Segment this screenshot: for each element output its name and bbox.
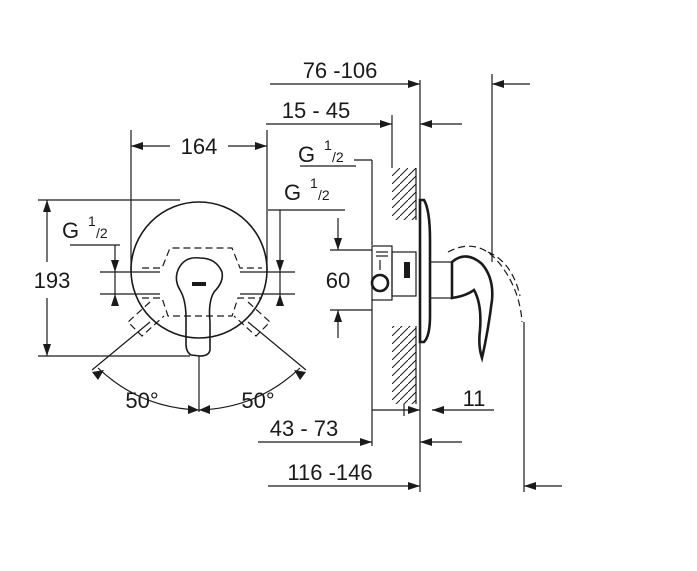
cover-plate <box>418 198 432 344</box>
front-view: 164 193 G 1 /2 <box>34 130 345 414</box>
outlet-callout: G 1 /2 <box>298 137 373 245</box>
height-dimension: 193 <box>34 199 190 357</box>
inlet-left-g: G <box>62 218 79 243</box>
outlet-num: 1 <box>324 137 332 153</box>
outlet-spacing-label: 60 <box>326 268 350 293</box>
lever-side <box>450 255 494 363</box>
width-dimension: 164 <box>130 130 268 272</box>
plate-label: 11 <box>463 386 486 411</box>
width-label: 164 <box>181 134 218 159</box>
side-view: G 1 /2 60 76 <box>258 58 562 492</box>
depth-total-label: 76 -106 <box>303 58 378 83</box>
inlet-right-callout: G 1 /2 <box>240 175 345 306</box>
escutcheon-plate <box>130 201 268 339</box>
height-label: 193 <box>34 268 71 293</box>
depth-total-dimension: 76 -106 <box>270 58 530 88</box>
depth-body-dimension: 15 - 45 <box>266 98 462 128</box>
inlet-right-g: G <box>284 180 301 205</box>
outlet-g: G <box>298 142 315 167</box>
inlet-left-callout: G 1 /2 <box>62 213 160 306</box>
wall-to-inlet-dimension: 43 - 73 <box>258 416 462 446</box>
valve-body <box>370 245 417 301</box>
inlet-left-num: 1 <box>88 213 96 229</box>
wall-hatch-top <box>392 168 416 220</box>
outlet-den: /2 <box>332 149 344 165</box>
angle-dimensions: 50° 50° <box>91 321 307 414</box>
hidden-valve-body <box>127 247 271 337</box>
inlet-left-den: /2 <box>96 225 108 241</box>
outlet-spacing-dimension: 60 <box>326 218 372 338</box>
lever-indicator <box>192 282 206 286</box>
overall-label: 116 -146 <box>287 460 372 485</box>
wall-hatch-bottom <box>392 326 416 404</box>
depth-body-label: 15 - 45 <box>282 98 351 123</box>
inlet-right-den: /2 <box>318 187 330 203</box>
outlet-port <box>370 273 390 293</box>
overall-dimension: 116 -146 <box>268 460 562 490</box>
angle-right-label: 50° <box>241 388 274 413</box>
angle-left-label: 50° <box>125 388 158 413</box>
lever-handle <box>175 256 224 357</box>
wall-to-inlet-label: 43 - 73 <box>270 416 339 441</box>
plate-dimension: 11 <box>372 386 494 414</box>
handle-base <box>429 261 453 299</box>
inlet-right-num: 1 <box>310 175 318 191</box>
